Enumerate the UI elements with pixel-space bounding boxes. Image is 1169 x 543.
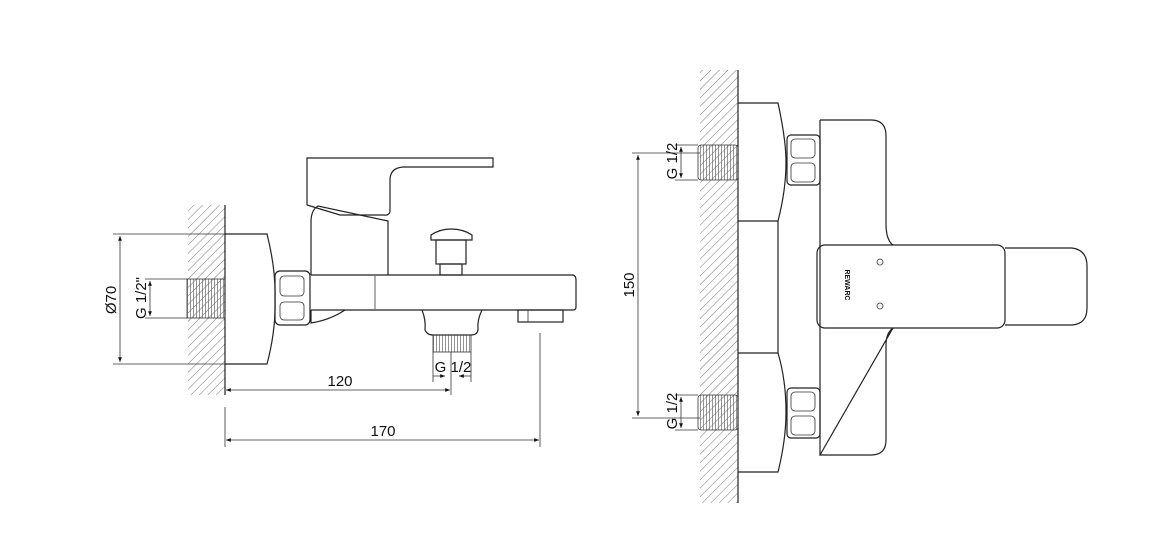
side-view: Ø70 G 1/2" G 1/2 120 170 — [103, 157, 577, 447]
dimension-150-label: 150 — [621, 272, 638, 297]
inlet-thread-label: G 1/2" — [133, 277, 150, 319]
lever-handle — [306, 157, 494, 216]
svg-text:REWARC: REWARC — [843, 269, 850, 300]
screw-hole — [876, 258, 884, 266]
lower-hex-nut — [786, 387, 821, 439]
mixer-body — [818, 119, 894, 456]
lever-handle — [816, 244, 1006, 329]
dimension-120-label: 120 — [327, 373, 352, 390]
wall-flange — [225, 233, 276, 365]
outlet-connector — [421, 309, 483, 336]
spout — [311, 274, 577, 311]
lower-thread-label: G 1/2 — [664, 393, 681, 430]
screw-hole — [876, 302, 884, 310]
diverter-knob — [430, 228, 473, 276]
upper-hex-nut — [786, 134, 821, 186]
outlet-thread — [432, 334, 472, 353]
brand-logo: REWARC — [843, 269, 850, 300]
aerator — [517, 309, 564, 323]
lever-tip — [1005, 247, 1088, 326]
front-view: REWARC 150 G 1/2 G 1/2 — [621, 70, 1088, 503]
dimension-170-label: 170 — [370, 423, 395, 440]
mixer-body — [310, 205, 389, 275]
upper-inlet-thread — [697, 144, 739, 181]
lower-inlet-thread — [697, 394, 739, 431]
lower-flange — [738, 352, 787, 473]
inlet-thread — [186, 278, 226, 319]
hex-nut — [274, 270, 311, 326]
diameter-label: Ø70 — [103, 286, 120, 314]
wall-hatch — [700, 70, 738, 503]
upper-flange — [738, 102, 787, 222]
body-lower — [310, 309, 346, 324]
outlet-thread-label: G 1/2 — [435, 359, 472, 376]
upper-thread-label: G 1/2 — [664, 143, 681, 180]
